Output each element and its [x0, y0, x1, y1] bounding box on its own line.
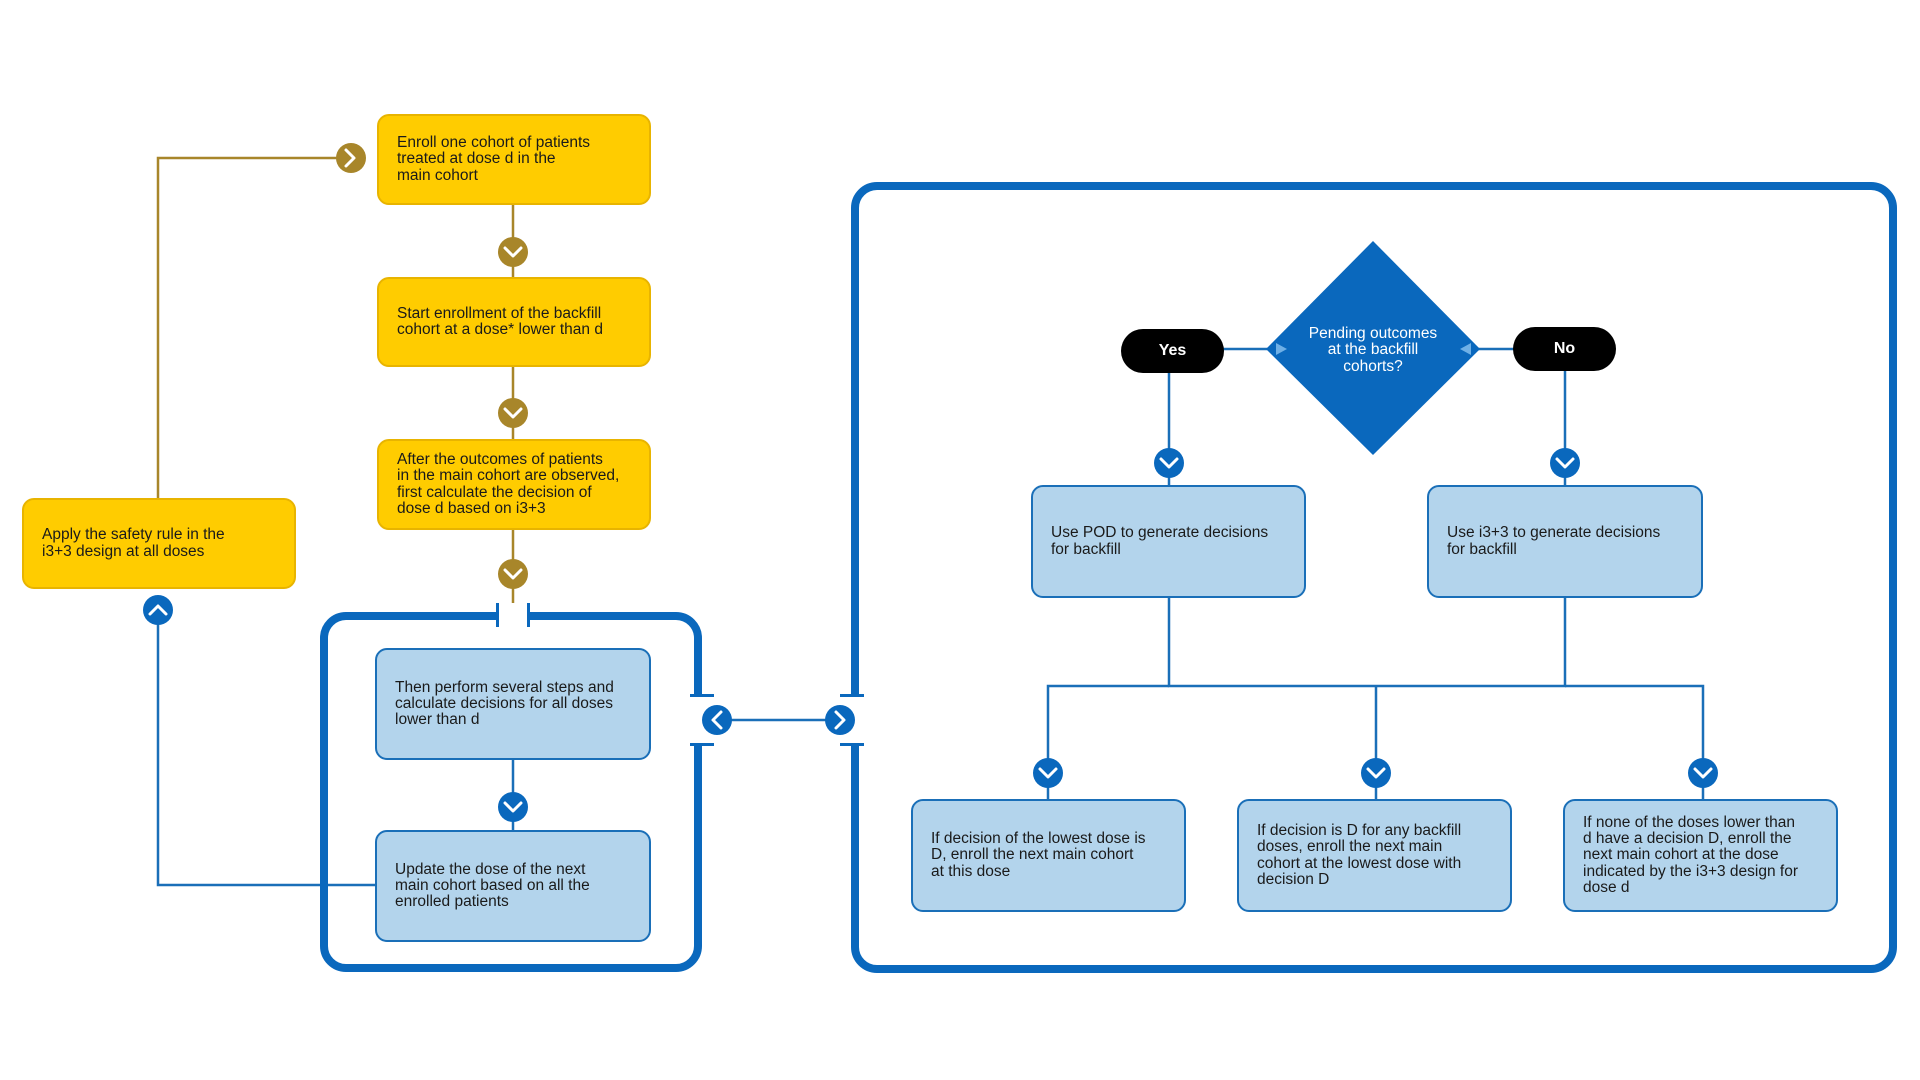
decision-question: Pending outcomes at the backfill cohorts…	[1308, 325, 1438, 375]
outcome-lowest-dose-text: If decision of the lowest dose is D, enr…	[931, 830, 1146, 880]
outcome-any-d-text: If decision is D for any backfill doses,…	[1257, 821, 1462, 888]
chevron-down-icon	[498, 792, 528, 822]
enroll-main-cohort-box: Enroll one cohort of patients treated at…	[377, 114, 651, 205]
chevron-down-icon	[1688, 758, 1718, 788]
chevron-right-icon	[336, 143, 366, 173]
outcome-none-text: If none of the doses lower than d have a…	[1583, 813, 1798, 896]
safety-rule-text: Apply the safety rule in the i3+3 design…	[42, 526, 225, 560]
no-label: No	[1513, 327, 1616, 371]
outcome-lowest-dose-box: If decision of the lowest dose is D, enr…	[911, 799, 1186, 912]
chevron-down-icon	[498, 559, 528, 589]
chevron-down-icon	[498, 398, 528, 428]
chevron-down-icon	[1361, 758, 1391, 788]
decision-diamond	[1266, 241, 1480, 455]
yes-label: Yes	[1121, 329, 1224, 373]
diamond-right-arrow	[1460, 343, 1471, 355]
loop-line-bottom	[156, 610, 378, 887]
frame-gap-top	[498, 603, 528, 627]
loop-line-top	[156, 156, 352, 500]
chevron-down-icon	[1154, 448, 1184, 478]
chevron-down-icon	[1033, 758, 1063, 788]
frame-gap-right-tick-bottom	[690, 743, 714, 746]
safety-rule-box: Apply the safety rule in the i3+3 design…	[22, 498, 296, 589]
enroll-main-cohort-text: Enroll one cohort of patients treated at…	[397, 134, 591, 184]
frame-gap-right-tick-top	[690, 694, 714, 697]
frame-gap-left-tick-top	[840, 694, 864, 697]
use-i3-box: Use i3+3 to generate decisions for backf…	[1427, 485, 1703, 598]
use-pod-text: Use POD to generate decisions for backfi…	[1051, 524, 1269, 558]
perform-steps-text: Then perform several steps and calculate…	[395, 678, 614, 729]
frame-gap-top-tick-left	[496, 603, 499, 627]
frame-gap-left-tick-bottom	[840, 743, 864, 746]
diamond-left-arrow	[1276, 343, 1287, 355]
after-outcomes-text: After the outcomes of patients in the ma…	[397, 450, 620, 517]
chevron-up-icon	[143, 595, 173, 625]
chevron-left-icon	[702, 705, 732, 735]
use-i3-text: Use i3+3 to generate decisions for backf…	[1447, 524, 1661, 558]
chevron-down-icon	[498, 237, 528, 267]
outcome-any-d-box: If decision is D for any backfill doses,…	[1237, 799, 1512, 912]
frame-gap-top-tick-right	[527, 603, 530, 627]
backfill-frame	[851, 182, 1897, 973]
update-dose-text: Update the dose of the next main cohort …	[395, 860, 590, 911]
start-backfill-box: Start enrollment of the backfill cohort …	[377, 277, 651, 367]
use-pod-box: Use POD to generate decisions for backfi…	[1031, 485, 1306, 598]
start-backfill-text: Start enrollment of the backfill cohort …	[397, 304, 603, 338]
perform-steps-box: Then perform several steps and calculate…	[375, 648, 651, 760]
after-outcomes-box: After the outcomes of patients in the ma…	[377, 439, 651, 530]
update-dose-box: Update the dose of the next main cohort …	[375, 830, 651, 942]
chevron-right-icon	[825, 705, 855, 735]
connector-branch	[1167, 598, 1567, 688]
outcome-none-box: If none of the doses lower than d have a…	[1563, 799, 1838, 912]
chevron-down-icon	[1550, 448, 1580, 478]
